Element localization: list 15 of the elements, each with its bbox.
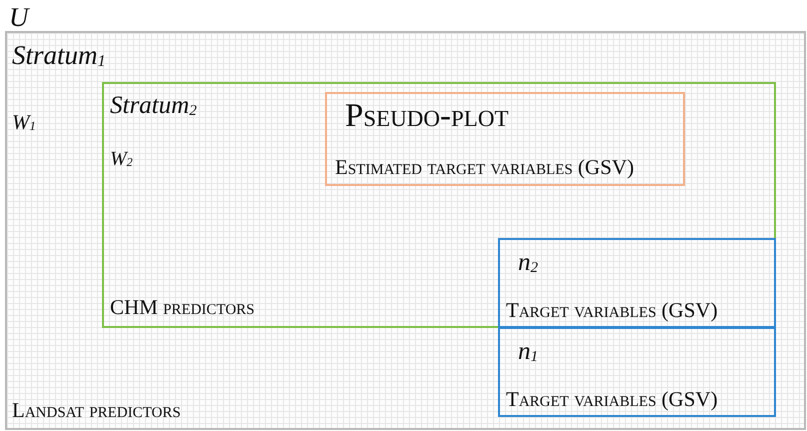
stratum-box [102,82,776,328]
predictor-label: CHM predictors [110,296,255,320]
pseudo-plot-box [325,92,685,186]
stratum-label: Stratum$_{1}$ [12,41,106,71]
variable-label: Target variables (GSV) [506,299,718,322]
sample-plot-box [498,327,776,417]
population-label: U [9,3,28,33]
sample-size-label: n$_{2}$ [518,249,538,276]
predictor-label: Landsat predictors [12,399,181,422]
sample-plot-box [498,238,776,328]
sample-size-label: n$_{1}$ [518,338,538,366]
variable-label: Estimated target variables (GSV) [335,156,634,180]
stratum-label: Stratum$_{2}$ [110,92,197,120]
box-title: Pseudo-plot [345,98,509,134]
variable-label: Target variables (GSV) [506,388,718,412]
